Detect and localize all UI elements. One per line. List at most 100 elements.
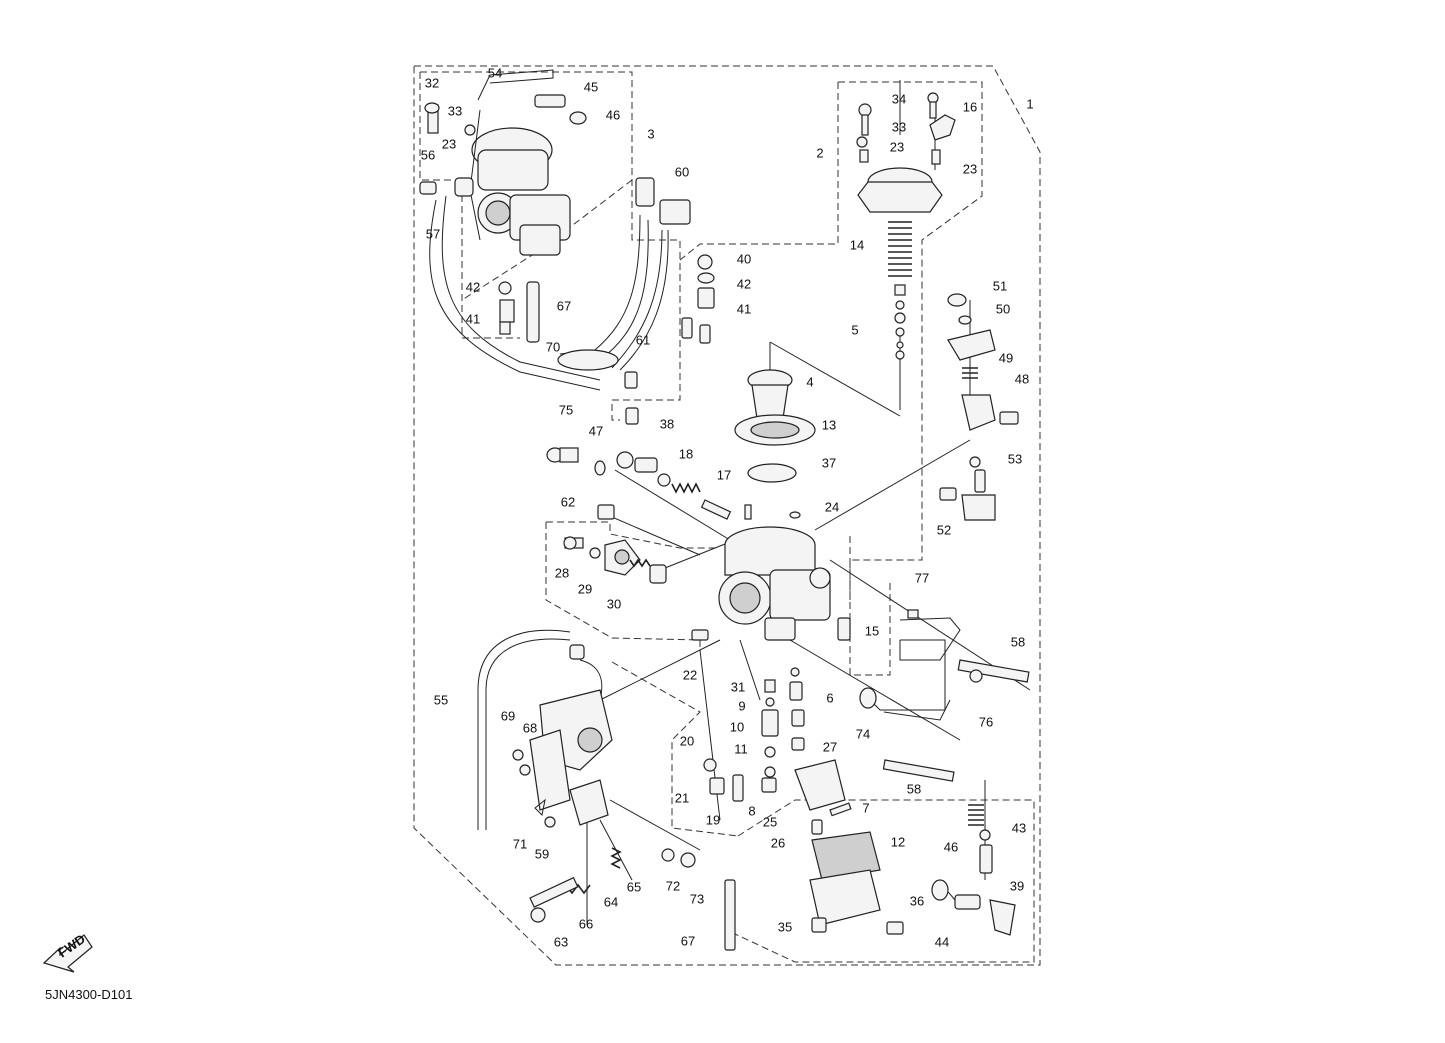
top-cover-drawing — [856, 92, 956, 360]
part-callout-45: 45 — [584, 79, 598, 94]
part-callout-10: 10 — [730, 719, 744, 734]
part-callout-47: 47 — [589, 423, 603, 438]
part-callout-64: 64 — [604, 894, 618, 909]
part-callout-76: 76 — [979, 714, 993, 729]
part-callout-41: 41 — [737, 301, 751, 316]
part-callout-15: 15 — [865, 623, 879, 638]
part-callout-42: 42 — [737, 276, 751, 291]
forward-arrow-icon: FWD — [42, 931, 93, 973]
part-callout-66: 66 — [579, 916, 593, 931]
part-callout-30: 30 — [607, 596, 621, 611]
part-callout-53: 53 — [1008, 451, 1022, 466]
part-callout-73: 73 — [690, 891, 704, 906]
part-callout-67: 67 — [681, 933, 695, 948]
part-callout-37: 37 — [822, 455, 836, 470]
part-callout-43: 43 — [1012, 820, 1026, 835]
part-callout-51: 51 — [993, 278, 1007, 293]
part-callout-59: 59 — [535, 846, 549, 861]
part-drawings: FWD — [42, 69, 1030, 973]
part-callout-5: 5 — [851, 322, 858, 337]
part-callout-1: 1 — [1026, 96, 1033, 111]
part-callout-39: 39 — [1010, 878, 1024, 893]
part-callout-32: 32 — [425, 75, 439, 90]
part-callout-4: 4 — [806, 374, 813, 389]
part-callout-58: 58 — [1011, 634, 1025, 649]
part-callout-33: 33 — [448, 103, 462, 118]
part-callout-7: 7 — [862, 800, 869, 815]
part-callout-71: 71 — [513, 836, 527, 851]
part-callout-16: 16 — [963, 99, 977, 114]
part-callout-77: 77 — [915, 570, 929, 585]
part-callout-9: 9 — [738, 698, 745, 713]
drawing-code: 5JN4300-D101 — [45, 987, 132, 1002]
part-callout-69: 69 — [501, 708, 515, 723]
part-callout-54: 54 — [488, 65, 502, 80]
part-callout-18: 18 — [679, 446, 693, 461]
part-callout-36: 36 — [910, 893, 924, 908]
part-callout-6: 6 — [826, 690, 833, 705]
part-callout-12: 12 — [891, 834, 905, 849]
part-callout-49: 49 — [999, 350, 1013, 365]
assembly-1-boundary — [413, 65, 1041, 966]
hose-bracket-drawing — [477, 629, 696, 923]
part-callout-44: 44 — [935, 934, 949, 949]
jets-drawing — [703, 667, 904, 951]
part-callout-50: 50 — [996, 301, 1010, 316]
piston-diaphragm-drawing — [734, 369, 816, 519]
part-callout-67: 67 — [557, 298, 571, 313]
part-callout-33: 33 — [892, 119, 906, 134]
part-callout-25: 25 — [763, 814, 777, 829]
part-callout-28: 28 — [555, 565, 569, 580]
part-callout-8: 8 — [748, 803, 755, 818]
part-callout-41: 41 — [466, 311, 480, 326]
carburetor-assembly-drawing — [419, 69, 715, 425]
part-callout-21: 21 — [675, 790, 689, 805]
assembly-3-boundary — [420, 71, 681, 421]
part-callout-17: 17 — [717, 467, 731, 482]
part-callout-61: 61 — [636, 332, 650, 347]
part-callout-63: 63 — [554, 934, 568, 949]
part-callout-46: 46 — [606, 107, 620, 122]
part-callout-55: 55 — [434, 692, 448, 707]
part-callout-26: 26 — [771, 835, 785, 850]
part-callout-46: 46 — [944, 839, 958, 854]
part-callout-42: 42 — [466, 279, 480, 294]
part-callout-65: 65 — [627, 879, 641, 894]
part-callout-19: 19 — [706, 812, 720, 827]
part-callout-23: 23 — [442, 136, 456, 151]
part-callout-57: 57 — [426, 226, 440, 241]
part-callout-24: 24 — [825, 499, 839, 514]
part-callout-29: 29 — [578, 581, 592, 596]
part-callout-74: 74 — [856, 726, 870, 741]
part-callout-62: 62 — [561, 494, 575, 509]
part-callout-60: 60 — [675, 164, 689, 179]
part-callout-14: 14 — [850, 237, 864, 252]
part-callout-23: 23 — [890, 139, 904, 154]
part-callout-2: 2 — [816, 145, 823, 160]
part-callout-20: 20 — [680, 733, 694, 748]
part-callout-48: 48 — [1015, 371, 1029, 386]
part-callout-11: 11 — [734, 741, 748, 756]
left-fittings-drawing — [546, 447, 752, 641]
part-callout-22: 22 — [683, 667, 697, 682]
part-callout-31: 31 — [731, 679, 745, 694]
part-callout-38: 38 — [660, 416, 674, 431]
part-callout-23: 23 — [963, 161, 977, 176]
part-callout-3: 3 — [647, 126, 654, 141]
part-callout-40: 40 — [737, 251, 751, 266]
part-callout-35: 35 — [778, 919, 792, 934]
carburetor-body-drawing — [718, 526, 1030, 782]
part-callout-52: 52 — [937, 522, 951, 537]
throttle-lever-drawing — [931, 293, 1019, 936]
part-callout-27: 27 — [823, 739, 837, 754]
part-callout-56: 56 — [421, 147, 435, 162]
part-callout-58: 58 — [907, 781, 921, 796]
part-callout-75: 75 — [559, 402, 573, 417]
part-callout-34: 34 — [892, 91, 906, 106]
part-callout-68: 68 — [523, 720, 537, 735]
assembly-2-boundary — [838, 81, 983, 600]
part-callout-72: 72 — [666, 878, 680, 893]
part-callout-13: 13 — [822, 417, 836, 432]
